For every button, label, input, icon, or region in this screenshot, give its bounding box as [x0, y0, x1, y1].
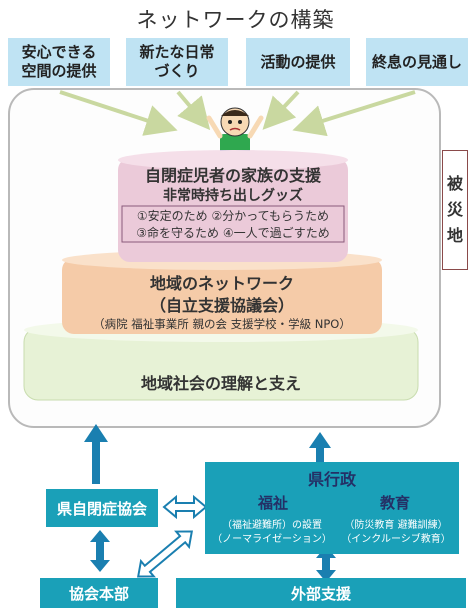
arrow-need-4 [292, 90, 416, 137]
disaster-area-label: 被 災 地 [442, 150, 468, 270]
headquarters-box: 協会本部 [40, 578, 158, 608]
arrow-prefecture-external [316, 546, 336, 582]
arrow-prefecture-up [309, 432, 331, 464]
welfare-detail-1: （福祉避難所）の設置 [222, 520, 322, 531]
need-safe-space: 安心できる 空間の提供 [8, 38, 110, 86]
education-detail-1: （防災教育 避難訓練） [344, 520, 448, 531]
arrow-hq-prefecture [136, 530, 194, 578]
prefecture-title: 県行政 [307, 470, 356, 489]
external-support-box: 外部支援 [176, 578, 466, 608]
tier2-members: （病院 福祉事業所 親の会 支援学校・学級 NPO） [93, 317, 351, 331]
education-detail-2: （インクルーシブ教育） [341, 534, 451, 545]
tier1-subtitle: 非常時持ち出しグッズ [163, 188, 303, 204]
diagram-title: ネットワークの構築 [136, 8, 335, 32]
need-new-routine: 新たな日常 づくり [126, 38, 228, 86]
arrow-need-1 [59, 90, 178, 136]
network-arrows [84, 424, 336, 582]
tier2-title: 地域のネットワーク [149, 274, 294, 293]
prefecture-box: 県行政 福祉 教育 （福祉避難所）の設置 （ノーマライゼーション） （防災教育 … [205, 462, 459, 554]
need-arrows [59, 90, 416, 137]
arrow-association-up [84, 424, 108, 484]
association-box: 県自閉症協会 [46, 489, 158, 527]
support-tiers [23, 150, 419, 401]
need-activities: 活動の提供 [246, 38, 350, 86]
arrow-association-hq [90, 530, 110, 572]
arrow-need-2 [176, 90, 211, 131]
education-label: 教育 [379, 494, 410, 512]
goods-items-box [121, 205, 345, 243]
tier2-base [62, 258, 382, 334]
tier1-top [118, 150, 348, 170]
arrow-need-3 [262, 90, 300, 130]
tier2-subtitle: （自立支援協議会） [149, 296, 294, 315]
arrow-association-prefecture [162, 494, 208, 520]
tier1-base [118, 158, 348, 262]
need-outlook: 終息の見通し [366, 38, 468, 86]
tier1-items-line1: ①安定のため ②分かってもらうため [136, 209, 330, 223]
tier1-title: 自閉症児者の家族の支援 [144, 166, 321, 185]
welfare-label: 福祉 [257, 494, 288, 512]
welfare-detail-2: （ノーマライゼーション） [212, 534, 332, 545]
tier1-items-line2: ③命を守るため ④一人で過ごすため [136, 226, 330, 240]
tier3-title: 地域社会の理解と支え [140, 374, 301, 393]
